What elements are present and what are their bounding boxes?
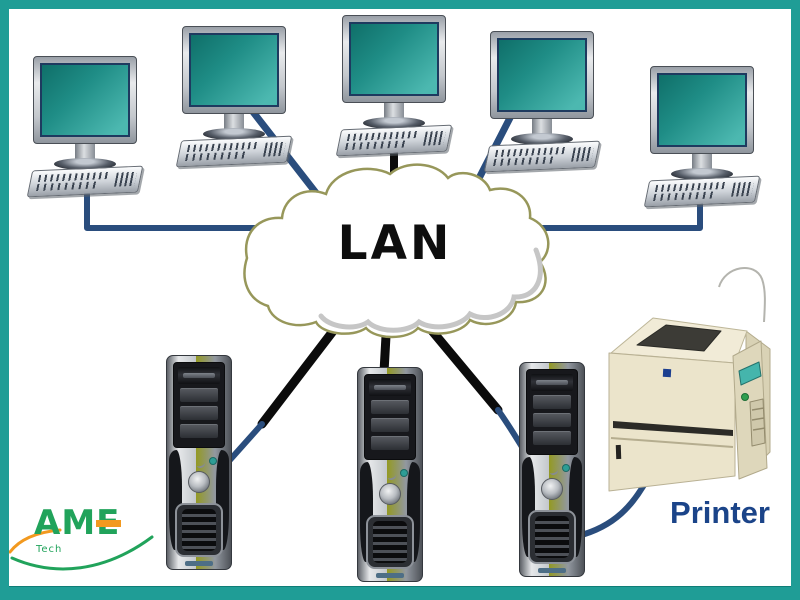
server-tower-2	[357, 367, 423, 582]
server-tower-3	[519, 362, 585, 577]
monitor-stand	[75, 144, 95, 159]
monitor-icon	[182, 26, 286, 114]
tower-emblem	[385, 470, 398, 482]
keyboard-icon	[175, 135, 293, 168]
printer-keypad-buttons	[751, 407, 766, 431]
logo-subtext: Tech	[36, 544, 63, 555]
monitor-stand	[532, 119, 552, 134]
monitor-screen	[349, 22, 439, 96]
lan-label: LAN	[337, 216, 453, 271]
printer-label: Printer	[670, 495, 770, 530]
monitor-screen	[189, 33, 279, 107]
tower-vents	[366, 515, 414, 569]
workstation-1	[26, 56, 144, 221]
drive-bays	[526, 369, 578, 455]
tower-vents	[528, 510, 576, 564]
power-button	[541, 478, 563, 500]
printer-paper-wire	[718, 267, 766, 323]
tower-led	[401, 470, 407, 476]
cable-workstation-5	[525, 193, 703, 231]
tower-vents	[175, 503, 223, 557]
logo-swoosh-icon	[8, 528, 154, 571]
printer-output-tray	[636, 324, 722, 352]
monitor-icon	[33, 56, 137, 144]
ame-logo: AME Tech	[0, 500, 170, 575]
keyboard-icon	[26, 165, 144, 198]
cloud-inner-shadow	[318, 247, 543, 333]
printer-keypad	[749, 398, 766, 447]
printer-paper-slot	[613, 421, 733, 436]
cloud-outline	[243, 163, 550, 339]
logo-orange-bar	[96, 520, 121, 527]
tower-emblem	[194, 458, 207, 470]
monitor-screen	[657, 73, 747, 147]
cable-server-1-trunk	[257, 317, 345, 429]
workstation-3	[335, 15, 453, 180]
tower-foot	[376, 573, 404, 578]
tower-led	[210, 458, 216, 464]
monitor-stand	[692, 154, 712, 169]
tower-foot	[538, 568, 566, 573]
monitor-icon	[650, 66, 754, 154]
workstation-4	[483, 31, 601, 196]
printer-lcd-display	[738, 361, 762, 386]
power-button	[188, 471, 210, 493]
monitor-stand	[384, 103, 404, 118]
tower-foot	[185, 561, 213, 566]
monitor-icon	[490, 31, 594, 119]
printer-drawer-latch	[615, 444, 622, 460]
workstation-2	[175, 26, 293, 191]
power-button	[379, 483, 401, 505]
printer-icon	[608, 267, 771, 492]
printer-brand-badge	[662, 368, 672, 378]
workstation-5	[643, 66, 761, 231]
drive-bays	[173, 362, 225, 448]
keyboard-icon	[335, 124, 453, 157]
lan-cloud-shape	[243, 163, 550, 339]
monitor-icon	[342, 15, 446, 103]
printer-power-led	[741, 393, 749, 401]
printer-drawer-seam	[610, 437, 734, 448]
monitor-screen	[497, 38, 587, 112]
printer-front	[608, 352, 736, 492]
keyboard-icon	[483, 140, 601, 173]
cable-server-3-trunk	[423, 321, 503, 415]
tower-emblem	[547, 465, 560, 477]
tower-led	[563, 465, 569, 471]
drive-bays	[364, 374, 416, 460]
monitor-stand	[224, 114, 244, 129]
monitor-screen	[40, 63, 130, 137]
server-tower-1	[166, 355, 232, 570]
cable-server-1	[226, 421, 265, 464]
keyboard-icon	[643, 175, 761, 208]
